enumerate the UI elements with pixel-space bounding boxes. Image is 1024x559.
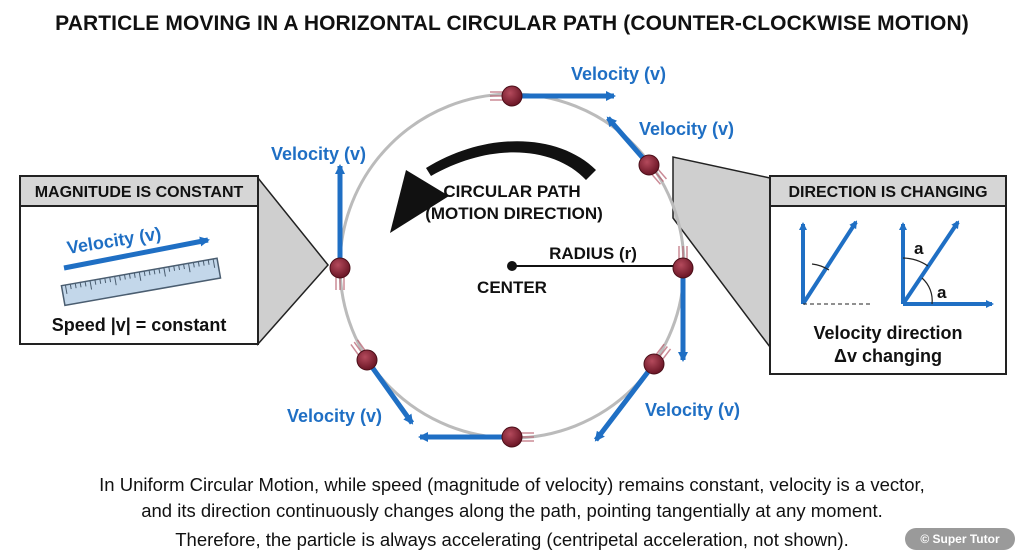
motion-arrowhead [390,170,449,233]
right-panel-vectors-left [799,220,872,306]
caption-line-1: In Uniform Circular Motion, while speed … [99,474,925,495]
right-panel-header [769,175,1007,207]
path-label-line1: CIRCULAR PATH [443,182,580,201]
ruler [60,257,222,307]
center-label: CENTER [477,278,547,297]
velocity-arrow [364,358,415,425]
particle [501,85,523,107]
motion-trail [350,343,360,357]
path-label-line2: (MOTION DIRECTION) [425,204,603,223]
particle [329,257,351,279]
velocity-label: Velocity (v) [571,64,666,84]
motion-direction-arrow [426,141,596,180]
particles [329,85,694,448]
motion-trail [650,173,662,185]
motion-trail [661,348,672,361]
motion-trail [656,167,668,180]
page-title: PARTICLE MOVING IN A HORIZONTAL CIRCULAR… [55,12,969,35]
particle [643,353,665,375]
left-panel-speed-text: Speed |v| = constant [52,315,227,335]
angle-label-upper: a [914,239,924,258]
left-panel-velocity-arrow [63,236,210,271]
particle [356,349,378,371]
velocity-label: Velocity (v) [271,144,366,164]
center-point [507,261,517,271]
motion-trail [655,343,665,356]
particle [672,257,694,279]
caption-line-3: Therefore, the particle is always accele… [175,529,849,550]
velocity-labels: Velocity (v) Velocity (v) Velocity (v) Velo… [271,64,740,426]
right-panel-text-line1: Velocity direction [813,323,962,343]
particle [638,154,660,176]
right-panel [769,175,1007,375]
right-panel-heading: DIRECTION IS CHANGING [788,184,987,201]
left-panel-heading: MAGNITUDE IS CONSTANT [35,184,244,201]
caption-line-2: and its direction continuously changes a… [141,500,883,521]
velocity-label: Velocity (v) [639,119,734,139]
motion-trail [356,339,367,352]
left-panel-header [19,175,259,207]
right-panel-text-line2: Δv changing [834,346,942,366]
left-callout-pointer [257,175,329,346]
particle [501,426,523,448]
right-panel-vectors-right [899,220,994,308]
velocity-arrow [594,362,656,442]
velocity-label: Velocity (v) [645,400,740,420]
watermark-badge: © Super Tutor [905,528,1015,550]
velocity-vectors [335,91,688,442]
angle-label-lower: a [937,283,947,302]
velocity-label: Velocity (v) [287,406,382,426]
radius-label: RADIUS (r) [549,244,637,263]
